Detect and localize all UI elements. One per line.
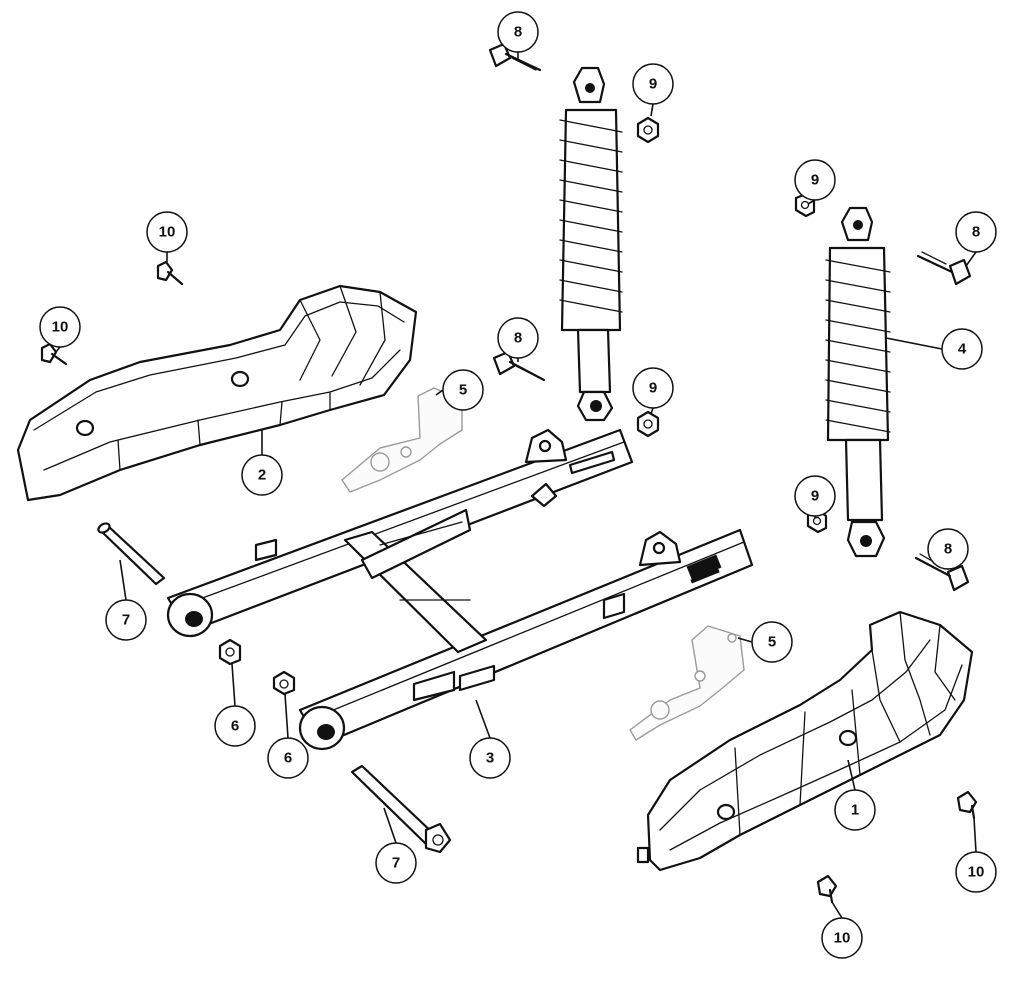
part-2-left-chain-guard bbox=[16, 284, 418, 502]
callout-label: 10 bbox=[52, 319, 69, 336]
callout-9: 9 bbox=[632, 367, 674, 409]
bolt-8-right-upper bbox=[916, 251, 972, 286]
part-1-right-chain-guard bbox=[636, 610, 974, 872]
callout-label: 9 bbox=[811, 488, 819, 505]
callout-label: 4 bbox=[958, 341, 967, 358]
callout-label: 8 bbox=[944, 541, 952, 558]
callout-label: 7 bbox=[122, 612, 130, 629]
callout-7: 7 bbox=[375, 842, 417, 884]
callout-label: 1 bbox=[851, 802, 859, 819]
callout-label: 3 bbox=[486, 750, 494, 767]
callout-label: 9 bbox=[649, 380, 657, 397]
nut-9-middle bbox=[636, 410, 660, 438]
callout-10: 10 bbox=[821, 917, 863, 959]
callout-label: 8 bbox=[972, 224, 980, 241]
callout-6: 6 bbox=[267, 737, 309, 779]
callout-9: 9 bbox=[632, 63, 674, 105]
callout-5: 5 bbox=[751, 621, 793, 663]
part-3-swingarm bbox=[166, 428, 754, 751]
callout-label: 9 bbox=[811, 172, 819, 189]
callout-label: 5 bbox=[459, 382, 467, 399]
callout-label: 10 bbox=[159, 224, 176, 241]
bolt-8-middle bbox=[492, 350, 546, 382]
bracket-5-lower bbox=[629, 625, 745, 741]
callout-6: 6 bbox=[214, 705, 256, 747]
callout-5: 5 bbox=[442, 369, 484, 411]
callout-label: 8 bbox=[514, 330, 522, 347]
callout-label: 2 bbox=[258, 467, 266, 484]
callout-2: 2 bbox=[241, 454, 283, 496]
screw-10-left bbox=[40, 342, 68, 366]
bolt-8-right-lower bbox=[914, 553, 970, 592]
callout-3: 3 bbox=[469, 737, 511, 779]
callout-label: 9 bbox=[649, 76, 657, 93]
callout-9: 9 bbox=[794, 475, 836, 517]
callout-8: 8 bbox=[497, 317, 539, 359]
screw-10-right bbox=[956, 790, 978, 820]
callout-7: 7 bbox=[105, 599, 147, 641]
callout-8: 8 bbox=[955, 211, 997, 253]
callout-9: 9 bbox=[794, 159, 836, 201]
pivot-pin-7-right bbox=[350, 764, 452, 854]
callouts: 8 9 9 8 10 10 4 8 bbox=[39, 11, 997, 959]
callout-4: 4 bbox=[941, 328, 983, 370]
callout-label: 8 bbox=[514, 24, 522, 41]
nut-6-right bbox=[272, 670, 296, 696]
callout-label: 10 bbox=[834, 930, 851, 947]
callout-label: 6 bbox=[231, 718, 239, 735]
nut-9-top bbox=[636, 116, 660, 144]
callout-10: 10 bbox=[955, 851, 997, 893]
screw-10-top-left bbox=[156, 260, 184, 286]
callout-label: 7 bbox=[392, 855, 400, 872]
callout-10: 10 bbox=[146, 211, 188, 253]
shock-absorber-lower bbox=[825, 206, 891, 558]
callout-10: 10 bbox=[39, 306, 81, 348]
callout-8: 8 bbox=[927, 528, 969, 570]
callout-label: 6 bbox=[284, 750, 292, 767]
nut-6-left bbox=[218, 638, 242, 666]
callout-1: 1 bbox=[834, 789, 876, 831]
callout-8: 8 bbox=[497, 11, 539, 53]
leader-lines bbox=[55, 52, 977, 919]
pivot-pin-7-left bbox=[97, 522, 166, 586]
screw-10-bottom bbox=[816, 874, 838, 904]
bracket-5-upper bbox=[341, 387, 463, 493]
bolt-8-top bbox=[488, 42, 542, 72]
shock-absorber-upper bbox=[559, 66, 623, 422]
callout-label: 5 bbox=[768, 634, 776, 651]
callout-label: 10 bbox=[968, 864, 985, 881]
